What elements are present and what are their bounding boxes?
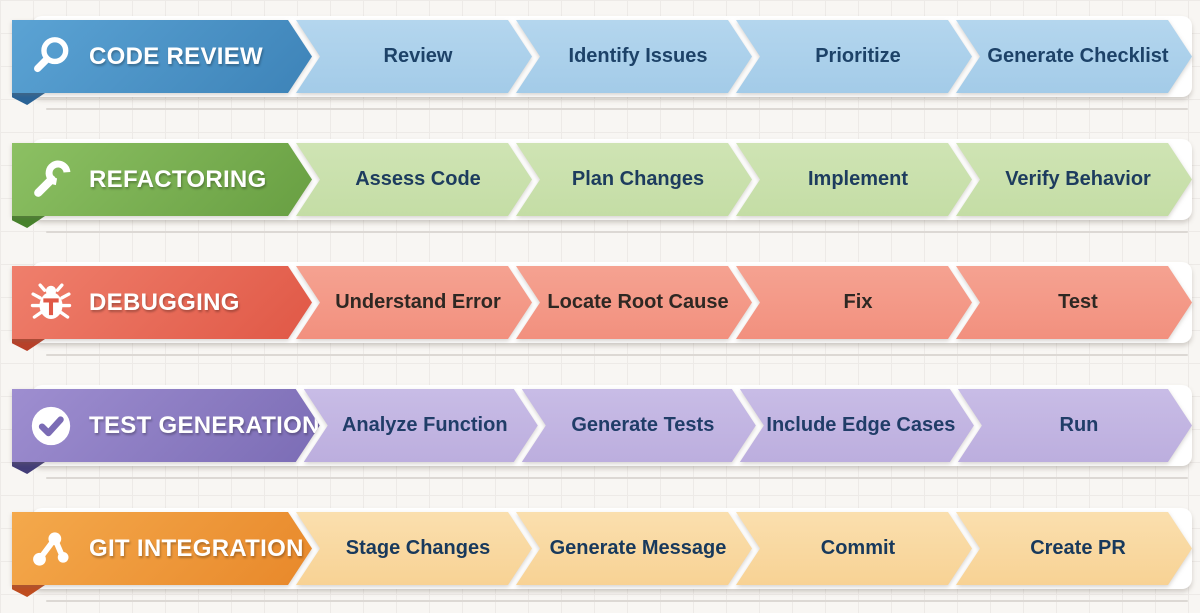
row-title: TEST GENERATION [89,411,320,439]
ribbon-fold [12,214,48,228]
step-chevron: Generate Message [516,512,752,585]
step-chevron: Create PR [956,512,1192,585]
workflow-row-git-integration: GIT INTEGRATION Stage Changes Generate M… [12,508,1192,602]
row-title: GIT INTEGRATION [89,534,304,562]
step-label: Create PR [1030,537,1126,559]
chevron-band: GIT INTEGRATION Stage Changes Generate M… [12,512,1192,585]
row-header-refactoring: REFACTORING [12,143,312,216]
git-branch-icon [28,526,74,572]
row-divider [46,354,1188,356]
row-divider [46,108,1188,110]
step-label: Plan Changes [571,168,705,190]
ribbon-fold [12,583,48,597]
step-chevron: Fix [736,266,972,339]
step-chevron: Review [296,20,532,93]
step-chevron: Stage Changes [296,512,532,585]
row-header-git-integration: GIT INTEGRATION [12,512,312,585]
row-header-debugging: DEBUGGING [12,266,312,339]
step-chevron: Analyze Function [304,389,538,462]
workflow-row-code-review: CODE REVIEW Review Identify Issues Prior… [12,16,1192,110]
step-label: Commit [820,537,896,559]
step-chevron: Implement [736,143,972,216]
step-chevron: Plan Changes [516,143,752,216]
ribbon-fold [12,337,48,351]
step-chevron: Locate Root Cause [516,266,752,339]
workflow-row-test-generation: TEST GENERATION Analyze Function Generat… [12,385,1192,479]
step-chevron: Run [958,389,1192,462]
step-chevron: Identify Issues [516,20,752,93]
step-label: Include Edge Cases [766,414,956,436]
chevron-band: DEBUGGING Understand Error Locate Root C… [12,266,1192,339]
step-label: Locate Root Cause [547,291,729,313]
step-chevron: Understand Error [296,266,532,339]
row-divider [46,600,1188,602]
step-chevron: Include Edge Cases [740,389,974,462]
step-label: Assess Code [355,168,481,190]
step-label: Generate Tests [571,414,715,436]
step-label: Fix [843,291,873,313]
step-chevron: Verify Behavior [956,143,1192,216]
step-label: Generate Checklist [987,45,1169,67]
chevron-band: TEST GENERATION Analyze Function Generat… [12,389,1192,462]
step-chevron: Commit [736,512,972,585]
row-divider [46,477,1188,479]
ribbon-fold [12,460,48,474]
step-label: Run [1059,414,1099,436]
step-label: Implement [807,168,909,190]
chevron-band: REFACTORING Assess Code Plan Changes Imp… [12,143,1192,216]
row-title: CODE REVIEW [89,42,263,70]
wrench-icon [28,157,74,203]
step-chevron: Prioritize [736,20,972,93]
row-title: REFACTORING [89,165,267,193]
row-header-code-review: CODE REVIEW [12,20,312,93]
step-chevron: Assess Code [296,143,532,216]
step-label: Analyze Function [341,414,508,436]
check-circle-icon [28,403,74,449]
bug-icon [28,280,74,326]
chevron-band: CODE REVIEW Review Identify Issues Prior… [12,20,1192,93]
workflow-row-debugging: DEBUGGING Understand Error Locate Root C… [12,262,1192,356]
step-label: Verify Behavior [1005,168,1151,190]
step-label: Test [1058,291,1098,313]
step-label: Generate Message [549,537,727,559]
workflow-row-refactoring: REFACTORING Assess Code Plan Changes Imp… [12,139,1192,233]
row-divider [46,231,1188,233]
step-chevron: Generate Checklist [956,20,1192,93]
step-label: Stage Changes [345,537,491,559]
row-title: DEBUGGING [89,288,240,316]
step-label: Prioritize [815,45,901,67]
step-label: Review [383,45,453,67]
step-label: Understand Error [335,291,501,313]
step-chevron: Test [956,266,1192,339]
magnifier-icon [28,34,74,80]
step-chevron: Generate Tests [522,389,756,462]
step-label: Identify Issues [568,45,708,67]
ribbon-fold [12,91,48,105]
row-header-test-generation: TEST GENERATION [12,389,320,462]
